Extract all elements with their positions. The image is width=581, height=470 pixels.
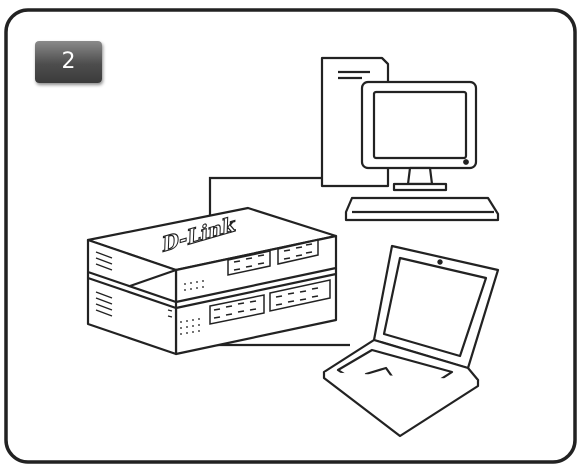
step-number-badge: 2 <box>35 41 102 83</box>
keyboard <box>346 198 498 220</box>
